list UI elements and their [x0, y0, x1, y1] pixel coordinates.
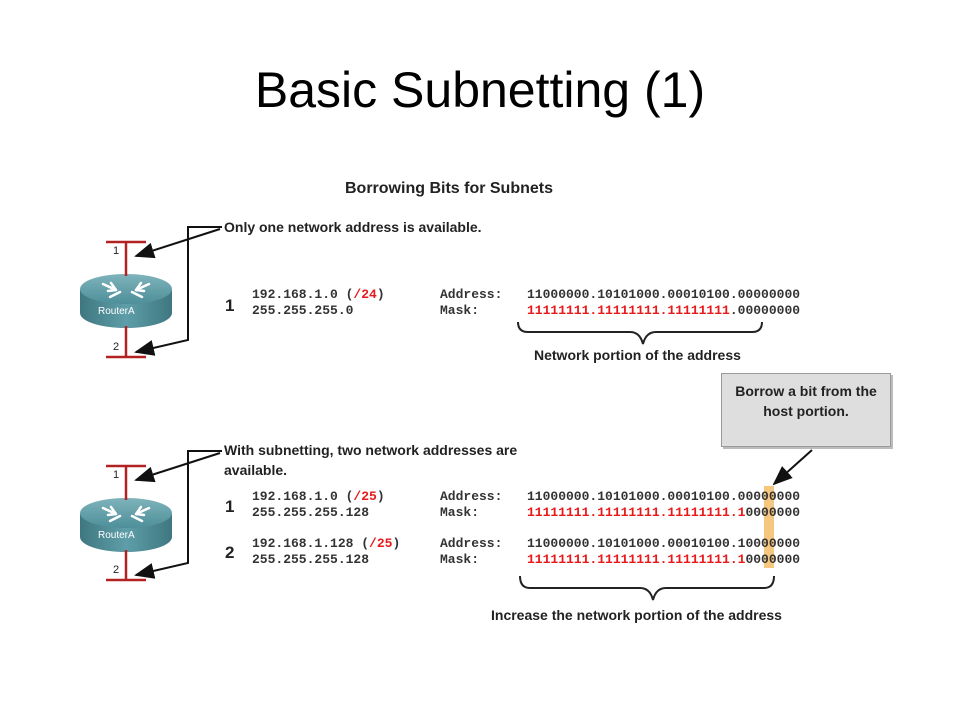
- bottom-row-2-mask-bits: 11111111.11111111.11111111.10000000: [527, 552, 801, 567]
- bottom-row-2-address-bits: 11000000.10101000.00010100.10000000: [527, 536, 801, 551]
- bottom-row-2-ip: 192.168.1.128 (/25): [252, 536, 401, 551]
- router-label-top: RouterA: [98, 306, 135, 317]
- port-number-bottom-2: 2: [113, 564, 120, 576]
- top-mask-dotted: 255.255.255.0: [252, 303, 354, 318]
- bottom-row-1-ip: 192.168.1.0 (/25): [252, 489, 385, 504]
- port-lines-bottom: [106, 464, 146, 582]
- connector-bottom: [134, 450, 222, 579]
- bottom-row-1-address-label: Address:: [440, 489, 503, 504]
- bottom-row-1-mask-label: Mask:: [440, 505, 480, 520]
- top-brace-caption: Network portion of the address: [534, 347, 741, 363]
- top-row-number: 1: [225, 296, 235, 315]
- bottom-row-1-number: 1: [225, 497, 235, 516]
- port-number-top-2: 2: [113, 341, 120, 353]
- bottom-note-line-2: available.: [224, 462, 288, 478]
- bottom-row-2-mask-dotted: 255.255.255.128: [252, 552, 370, 567]
- bottom-row-2-number: 2: [225, 543, 235, 562]
- port-number-top-1: 1: [113, 245, 120, 257]
- top-note: Only one network address is available.: [224, 219, 482, 235]
- top-address-bits: 11000000.10101000.00010100.00000000: [527, 287, 801, 302]
- top-ip-line: 192.168.1.0 (/24): [252, 287, 385, 302]
- callout-arrow: [772, 449, 813, 486]
- slide-title: Basic Subnetting (1): [254, 62, 706, 118]
- brace-bottom: [519, 575, 775, 601]
- brace-top: [517, 321, 763, 345]
- top-address-label: Address:: [440, 287, 503, 302]
- bottom-row-1-mask-bits: 11111111.11111111.11111111.10000000: [527, 505, 801, 520]
- bottom-row-1-address-bits: 11000000.10101000.00010100.00000000: [527, 489, 801, 504]
- port-lines-top: [106, 240, 146, 359]
- port-number-bottom-1: 1: [113, 469, 120, 481]
- top-mask-bits: 11111111.11111111.11111111.00000000: [527, 303, 801, 318]
- router-icon-bottom: [80, 498, 172, 552]
- bottom-row-1-mask-dotted: 255.255.255.128: [252, 505, 370, 520]
- callout-box: Borrow a bit from the host portion.: [721, 373, 891, 447]
- figure-title: Borrowing Bits for Subnets: [345, 180, 553, 197]
- router-icon-top: [80, 274, 172, 328]
- callout-line-2: host portion.: [763, 403, 849, 419]
- callout-line-1: Borrow a bit from the: [735, 383, 877, 399]
- connector-top: [134, 226, 222, 356]
- bottom-note-line-1: With subnetting, two network addresses a…: [224, 442, 518, 458]
- bottom-brace-caption: Increase the network portion of the addr…: [491, 607, 782, 623]
- top-mask-label: Mask:: [440, 303, 480, 318]
- bottom-row-2-address-label: Address:: [440, 536, 503, 551]
- bottom-row-2-mask-label: Mask:: [440, 552, 480, 567]
- router-label-bottom: RouterA: [98, 530, 135, 541]
- borrowed-bit-highlight: [764, 486, 774, 568]
